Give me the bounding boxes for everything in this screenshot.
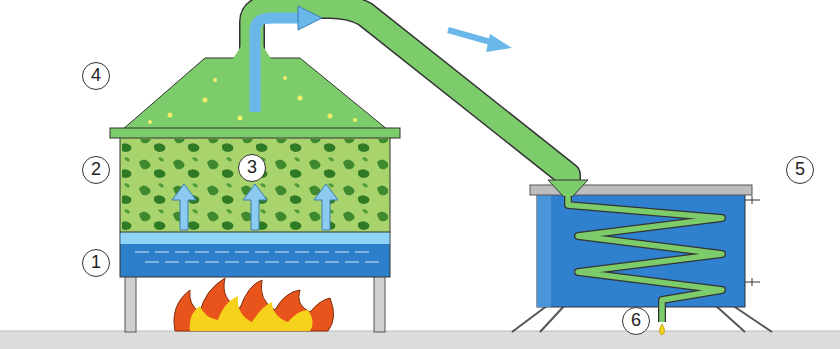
callout-number: 5 xyxy=(786,156,814,184)
callout-number: 1 xyxy=(82,249,110,277)
callout-number: 3 xyxy=(238,154,266,182)
callout-number: 4 xyxy=(82,62,110,90)
callout-number: 6 xyxy=(622,307,650,335)
callout-number: 2 xyxy=(82,156,110,184)
